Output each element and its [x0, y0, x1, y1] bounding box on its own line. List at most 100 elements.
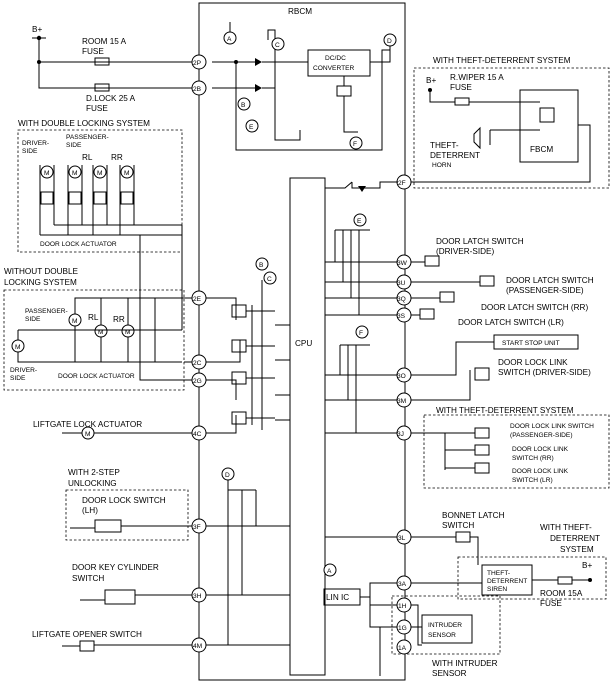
svg-text:BONNET LATCH: BONNET LATCH: [442, 511, 505, 520]
two-step-unlocking-group: WITH 2-STEP UNLOCKING DOOR LOCK SWITCH (…: [65, 468, 207, 541]
svg-text:SWITCH (DRIVER-SIDE): SWITCH (DRIVER-SIDE): [498, 368, 591, 377]
svg-text:DOOR KEY CYLINDER: DOOR KEY CYLINDER: [72, 563, 159, 572]
rwiper-fuse: [454, 97, 470, 106]
svg-text:RR: RR: [111, 153, 123, 162]
svg-text:E: E: [357, 218, 362, 225]
rbcm-module: RBCM CPU DC/DC CONVERTER LIN IC: [198, 2, 406, 681]
svg-text:WITH DOUBLE LOCKING SYSTEM: WITH DOUBLE LOCKING SYSTEM: [18, 119, 150, 128]
svg-text:RL: RL: [88, 313, 99, 322]
svg-text:THEFT-: THEFT-: [430, 141, 459, 150]
svg-text:3A: 3A: [398, 581, 407, 588]
svg-text:DETERRENT: DETERRENT: [550, 534, 600, 543]
svg-text:SWITCH (LR): SWITCH (LR): [512, 477, 553, 484]
svg-text:M: M: [44, 170, 50, 177]
rbcm-label: RBCM: [288, 7, 312, 16]
svg-text:DETERRENT: DETERRENT: [487, 578, 527, 585]
svg-text:DRIVER-: DRIVER-: [22, 140, 49, 147]
svg-text:M: M: [85, 431, 91, 438]
svg-text:RR: RR: [113, 315, 125, 324]
svg-text:A: A: [227, 36, 232, 43]
svg-text:DETERRENT: DETERRENT: [430, 151, 480, 160]
liftgate-lock-actuator: LIFTGATE LOCK ACTUATOR M 4C: [33, 420, 207, 441]
svg-text:SWITCH: SWITCH: [442, 521, 474, 530]
door-lock-link-switches: 3O 3M 3J START STOP UNIT DOOR LOCK LINK …: [325, 334, 610, 489]
svg-text:LIFTGATE LOCK ACTUATOR: LIFTGATE LOCK ACTUATOR: [33, 420, 142, 429]
svg-text:DOOR LOCK ACTUATOR: DOOR LOCK ACTUATOR: [40, 241, 117, 248]
intruder-sensor: [421, 614, 473, 644]
svg-text:3F: 3F: [193, 524, 201, 531]
svg-text:DOOR LOCK LINK: DOOR LOCK LINK: [512, 446, 569, 453]
svg-text:DC/DC: DC/DC: [325, 55, 346, 62]
lin-intruder: 3A 1H 1G 1A INTRUDER SENSOR WITH INTRUDE…: [324, 575, 501, 678]
svg-text:M: M: [125, 329, 131, 336]
svg-text:ROOM 15A: ROOM 15A: [540, 589, 583, 598]
svg-text:UNLOCKING: UNLOCKING: [68, 479, 117, 488]
svg-text:DOOR LOCK LINK: DOOR LOCK LINK: [512, 468, 569, 475]
double-locking-group: WITH DOUBLE LOCKING SYSTEM DRIVER- SIDE …: [17, 119, 183, 253]
svg-text:3U: 3U: [397, 280, 406, 287]
svg-text:CONVERTER: CONVERTER: [313, 65, 355, 72]
svg-text:WITH INTRUDER: WITH INTRUDER: [432, 659, 498, 668]
svg-text:3S: 3S: [397, 313, 406, 320]
svg-text:3M: 3M: [397, 398, 406, 405]
svg-text:3H: 3H: [193, 593, 202, 600]
dlock-fuse: [94, 83, 110, 92]
svg-text:PASSENGER-: PASSENGER-: [66, 134, 109, 141]
svg-text:C: C: [275, 42, 280, 49]
door-key-cylinder-switch: DOOR KEY CYLINDER SWITCH 3H: [72, 563, 207, 605]
svg-text:4C: 4C: [193, 431, 202, 438]
svg-text:2G: 2G: [193, 378, 202, 385]
svg-text:ROOM 15 A: ROOM 15 A: [82, 37, 127, 46]
without-double-locking-group: WITHOUT DOUBLE LOCKING SYSTEM PASSENGER-…: [3, 267, 185, 391]
svg-text:FUSE: FUSE: [82, 47, 104, 56]
svg-text:E: E: [249, 124, 254, 131]
room-r-fuse: [557, 576, 573, 585]
svg-text:B+: B+: [426, 76, 436, 85]
b-plus-label: B+: [32, 25, 42, 34]
marker-labels: A C D B E F E F B C D A: [221, 31, 397, 577]
svg-text:DOOR LATCH SWITCH (LR): DOOR LATCH SWITCH (LR): [458, 318, 564, 327]
door-latch-switches: 3W 3U 3Q 3S DOOR LATCH SWITCH (DRIVER-SI…: [325, 229, 594, 327]
svg-text:DOOR LOCK LINK SWITCH: DOOR LOCK LINK SWITCH: [510, 423, 594, 430]
svg-text:SWITCH: SWITCH: [72, 574, 104, 583]
svg-text:DOOR LOCK LINK: DOOR LOCK LINK: [498, 358, 568, 367]
svg-text:DOOR LATCH SWITCH: DOOR LATCH SWITCH: [506, 276, 594, 285]
svg-text:INTRUDER: INTRUDER: [428, 622, 462, 629]
svg-text:M: M: [15, 344, 21, 351]
svg-text:PASSENGER-: PASSENGER-: [25, 308, 68, 315]
svg-text:M: M: [72, 170, 78, 177]
svg-text:WITHOUT DOUBLE: WITHOUT DOUBLE: [4, 267, 79, 276]
svg-text:WITH 2-STEP: WITH 2-STEP: [68, 468, 120, 477]
svg-text:2P: 2P: [193, 60, 202, 67]
svg-text:SENSOR: SENSOR: [428, 632, 456, 639]
svg-text:DOOR LATCH SWITCH (RR): DOOR LATCH SWITCH (RR): [481, 303, 588, 312]
liftgate-opener-switch: LIFTGATE OPENER SWITCH 4M: [32, 630, 207, 653]
svg-text:(PASSENGER-SIDE): (PASSENGER-SIDE): [506, 286, 584, 295]
svg-text:A: A: [327, 568, 332, 575]
svg-text:3J: 3J: [397, 431, 404, 438]
dcdc-converter: [307, 49, 371, 77]
svg-text:M: M: [72, 318, 78, 325]
svg-text:FUSE: FUSE: [450, 83, 472, 92]
svg-text:SWITCH (RR): SWITCH (RR): [512, 455, 554, 462]
svg-text:B: B: [241, 102, 246, 109]
bonnet-latch-and-siren: 3L BONNET LATCH SWITCH WITH THEFT- DETER…: [325, 511, 607, 608]
svg-text:FUSE: FUSE: [86, 104, 108, 113]
svg-text:3L: 3L: [398, 535, 406, 542]
power-feed: B+ ROOM 15 A FUSE D.LOCK 25 A FUSE: [32, 22, 391, 151]
svg-text:HORN: HORN: [432, 162, 452, 169]
svg-text:D.LOCK 25 A: D.LOCK 25 A: [86, 94, 136, 103]
svg-text:WITH THEFT-DETERRENT SYSTEM: WITH THEFT-DETERRENT SYSTEM: [433, 56, 571, 65]
cpu-block: [289, 177, 326, 676]
svg-text:2F: 2F: [398, 180, 406, 187]
svg-text:WITH THEFT-DETERRENT SYSTEM: WITH THEFT-DETERRENT SYSTEM: [436, 406, 574, 415]
svg-text:M: M: [124, 170, 130, 177]
room-fuse: [94, 57, 110, 66]
svg-text:D: D: [225, 472, 230, 479]
svg-text:F: F: [359, 330, 363, 337]
svg-text:2E: 2E: [193, 296, 202, 303]
svg-text:RL: RL: [82, 153, 93, 162]
svg-text:F: F: [353, 141, 357, 148]
svg-text:M: M: [97, 170, 103, 177]
svg-text:SIDE: SIDE: [10, 375, 26, 382]
